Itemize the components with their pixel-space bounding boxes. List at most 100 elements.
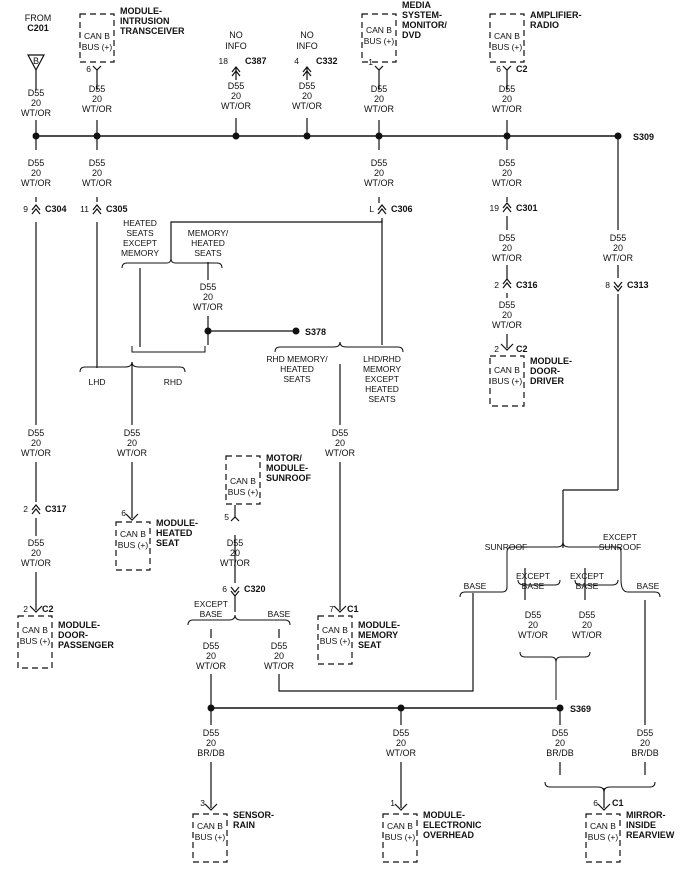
svg-text:20: 20 [31, 98, 41, 108]
svg-text:D55: D55 [525, 610, 542, 620]
svg-text:C1: C1 [347, 604, 359, 614]
svg-text:D55: D55 [28, 158, 45, 168]
svg-text:SUNROOF: SUNROOF [599, 542, 642, 552]
svg-text:6: 6 [121, 508, 126, 518]
svg-text:SEATS: SEATS [283, 374, 311, 384]
svg-text:BASE: BASE [464, 581, 487, 591]
svg-text:1: 1 [368, 57, 373, 67]
svg-text:WT/OR: WT/OR [492, 178, 522, 188]
svg-text:20: 20 [640, 738, 650, 748]
option-labels: HEATED SEATS EXCEPT MEMORY MEMORY/ HEATE… [88, 218, 659, 619]
svg-text:20: 20 [302, 91, 312, 101]
svg-text:D55: D55 [371, 84, 388, 94]
svg-text:C332: C332 [316, 56, 338, 66]
svg-text:WT/OR: WT/OR [21, 178, 51, 188]
pin-numbers: 18 4 6 1 6 9 11 L 19 2 8 2 2 6 5 6 2 7 3… [23, 56, 610, 808]
svg-text:EXCEPT: EXCEPT [603, 532, 637, 542]
svg-text:WT/OR: WT/OR [492, 253, 522, 263]
svg-text:AMPLIFIER-: AMPLIFIER- [530, 10, 582, 20]
svg-text:BUS (+): BUS (+) [320, 636, 351, 646]
svg-text:CAN B: CAN B [494, 365, 520, 375]
svg-text:BUS (+): BUS (+) [492, 42, 523, 52]
svg-text:HEATED: HEATED [156, 528, 193, 538]
svg-text:OVERHEAD: OVERHEAD [423, 830, 475, 840]
svg-text:D55: D55 [203, 641, 220, 651]
svg-text:C301: C301 [516, 203, 538, 213]
svg-text:20: 20 [31, 548, 41, 558]
svg-text:20: 20 [92, 168, 102, 178]
svg-text:MODULE-: MODULE- [156, 518, 198, 528]
svg-text:MODULE-: MODULE- [266, 463, 308, 473]
svg-text:CAN B: CAN B [387, 821, 413, 831]
svg-text:WT/OR: WT/OR [221, 101, 251, 111]
svg-text:S369: S369 [570, 704, 591, 714]
svg-text:MONITOR/: MONITOR/ [402, 20, 447, 30]
svg-text:B: B [33, 56, 39, 66]
svg-text:BASE: BASE [522, 581, 545, 591]
svg-text:NO: NO [229, 30, 243, 40]
svg-text:20: 20 [230, 548, 240, 558]
svg-text:EXCEPT: EXCEPT [194, 599, 228, 609]
svg-text:INTRUSION: INTRUSION [120, 16, 170, 26]
svg-text:WT/OR: WT/OR [492, 104, 522, 114]
svg-text:20: 20 [92, 94, 102, 104]
svg-text:BASE: BASE [576, 581, 599, 591]
svg-text:20: 20 [31, 438, 41, 448]
svg-text:6: 6 [593, 798, 598, 808]
svg-text:S309: S309 [633, 132, 654, 142]
svg-text:BASE: BASE [200, 609, 223, 619]
svg-text:6: 6 [86, 64, 91, 74]
svg-text:C320: C320 [244, 584, 266, 594]
svg-text:BR/DB: BR/DB [197, 748, 225, 758]
svg-text:C306: C306 [391, 204, 413, 214]
svg-text:INFO: INFO [296, 41, 318, 51]
svg-text:D55: D55 [28, 88, 45, 98]
svg-text:WT/OR: WT/OR [364, 178, 394, 188]
svg-text:CAN B: CAN B [494, 31, 520, 41]
svg-text:20: 20 [502, 310, 512, 320]
svg-text:D55: D55 [637, 728, 654, 738]
module-boxes [17, 13, 621, 863]
svg-text:4: 4 [294, 56, 299, 66]
svg-text:D55: D55 [579, 610, 596, 620]
from-ref: C201 [27, 23, 49, 33]
svg-text:WT/OR: WT/OR [518, 630, 548, 640]
svg-text:WT/OR: WT/OR [325, 448, 355, 458]
svg-text:WT/OR: WT/OR [264, 661, 294, 671]
svg-text:WT/OR: WT/OR [364, 104, 394, 114]
svg-text:RHD MEMORY/: RHD MEMORY/ [266, 354, 328, 364]
svg-text:DVD: DVD [402, 30, 422, 40]
svg-text:BR/DB: BR/DB [546, 748, 574, 758]
svg-text:20: 20 [206, 651, 216, 661]
connector-symbols [29, 65, 623, 811]
svg-text:WT/OR: WT/OR [117, 448, 147, 458]
svg-text:20: 20 [502, 94, 512, 104]
svg-text:D55: D55 [200, 282, 217, 292]
svg-text:18: 18 [219, 56, 229, 66]
svg-text:19: 19 [490, 203, 500, 213]
svg-text:WT/OR: WT/OR [21, 448, 51, 458]
svg-text:DOOR-: DOOR- [58, 630, 88, 640]
connector-labels: C387 C332 C304 C305 C306 C301 C316 C313 … [42, 56, 654, 808]
svg-text:D55: D55 [499, 84, 516, 94]
svg-text:SEATS: SEATS [194, 248, 222, 258]
svg-text:C313: C313 [627, 280, 649, 290]
svg-text:20: 20 [555, 738, 565, 748]
svg-text:D55: D55 [227, 538, 244, 548]
svg-text:WT/OR: WT/OR [603, 253, 633, 263]
svg-text:CAN B: CAN B [22, 625, 48, 635]
svg-text:WT/OR: WT/OR [572, 630, 602, 640]
svg-text:MIRROR-: MIRROR- [626, 810, 666, 820]
svg-text:DOOR-: DOOR- [530, 366, 560, 376]
svg-text:CAN B: CAN B [230, 476, 256, 486]
svg-text:BUS (+): BUS (+) [492, 376, 523, 386]
svg-text:EXCEPT: EXCEPT [516, 571, 550, 581]
svg-text:BUS (+): BUS (+) [82, 42, 113, 52]
svg-text:6: 6 [222, 584, 227, 594]
svg-text:EXCEPT: EXCEPT [570, 571, 604, 581]
svg-text:D55: D55 [203, 728, 220, 738]
svg-text:11: 11 [80, 204, 89, 214]
svg-text:D55: D55 [499, 300, 516, 310]
svg-text:RAIN: RAIN [233, 820, 255, 830]
svg-text:2: 2 [494, 344, 499, 354]
